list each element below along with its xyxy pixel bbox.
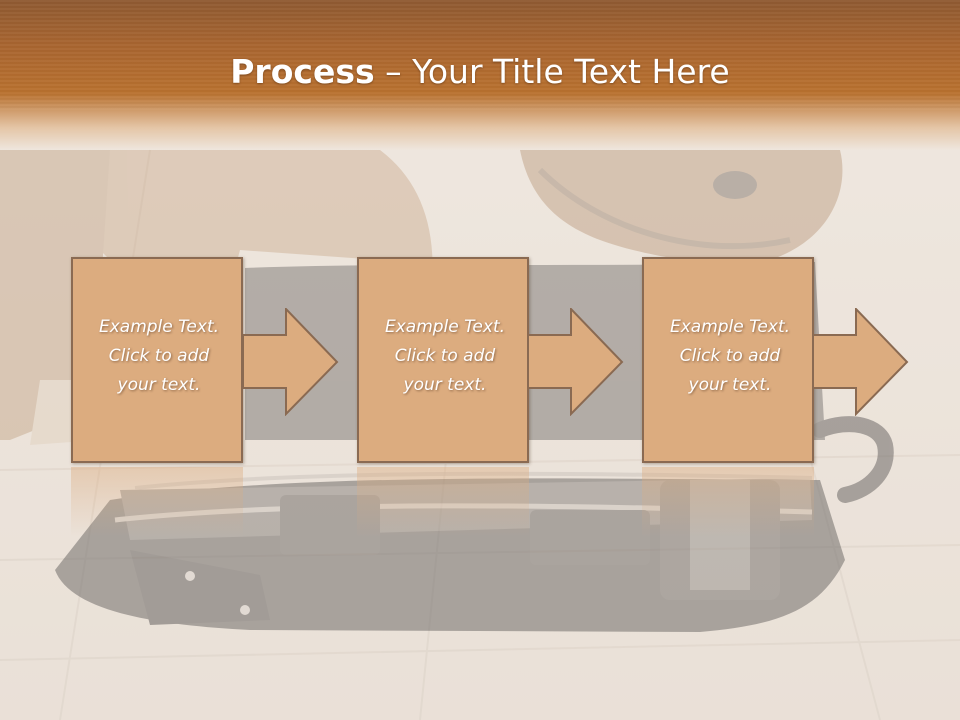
process-step-1[interactable]: Example Text. Click to add your text. xyxy=(71,257,247,467)
step-3-text[interactable]: Example Text. Click to add your text. xyxy=(669,317,791,395)
page-title[interactable]: Process – Your Title Text Here xyxy=(0,52,960,91)
step-1-text[interactable]: Example Text. Click to add your text. xyxy=(98,317,220,395)
title-band xyxy=(0,0,960,150)
right-arrow-icon xyxy=(527,308,624,416)
title-rest: – Your Title Text Here xyxy=(374,52,730,91)
step-3-reflection xyxy=(642,467,814,537)
step-2-text[interactable]: Example Text. Click to add your text. xyxy=(384,317,506,395)
process-step-2[interactable]: Example Text. Click to add your text. xyxy=(357,257,533,467)
step-box[interactable]: Example Text. Click to add your text. xyxy=(71,257,243,463)
step-box[interactable]: Example Text. Click to add your text. xyxy=(642,257,814,463)
right-arrow-icon xyxy=(812,308,909,416)
step-1-reflection xyxy=(71,467,243,537)
title-band-texture xyxy=(0,0,960,110)
title-bold: Process xyxy=(230,52,375,91)
step-box[interactable]: Example Text. Click to add your text. xyxy=(357,257,529,463)
step-2-reflection xyxy=(357,467,529,537)
process-step-3[interactable]: Example Text. Click to add your text. xyxy=(642,257,818,467)
right-arrow-icon xyxy=(242,308,339,416)
